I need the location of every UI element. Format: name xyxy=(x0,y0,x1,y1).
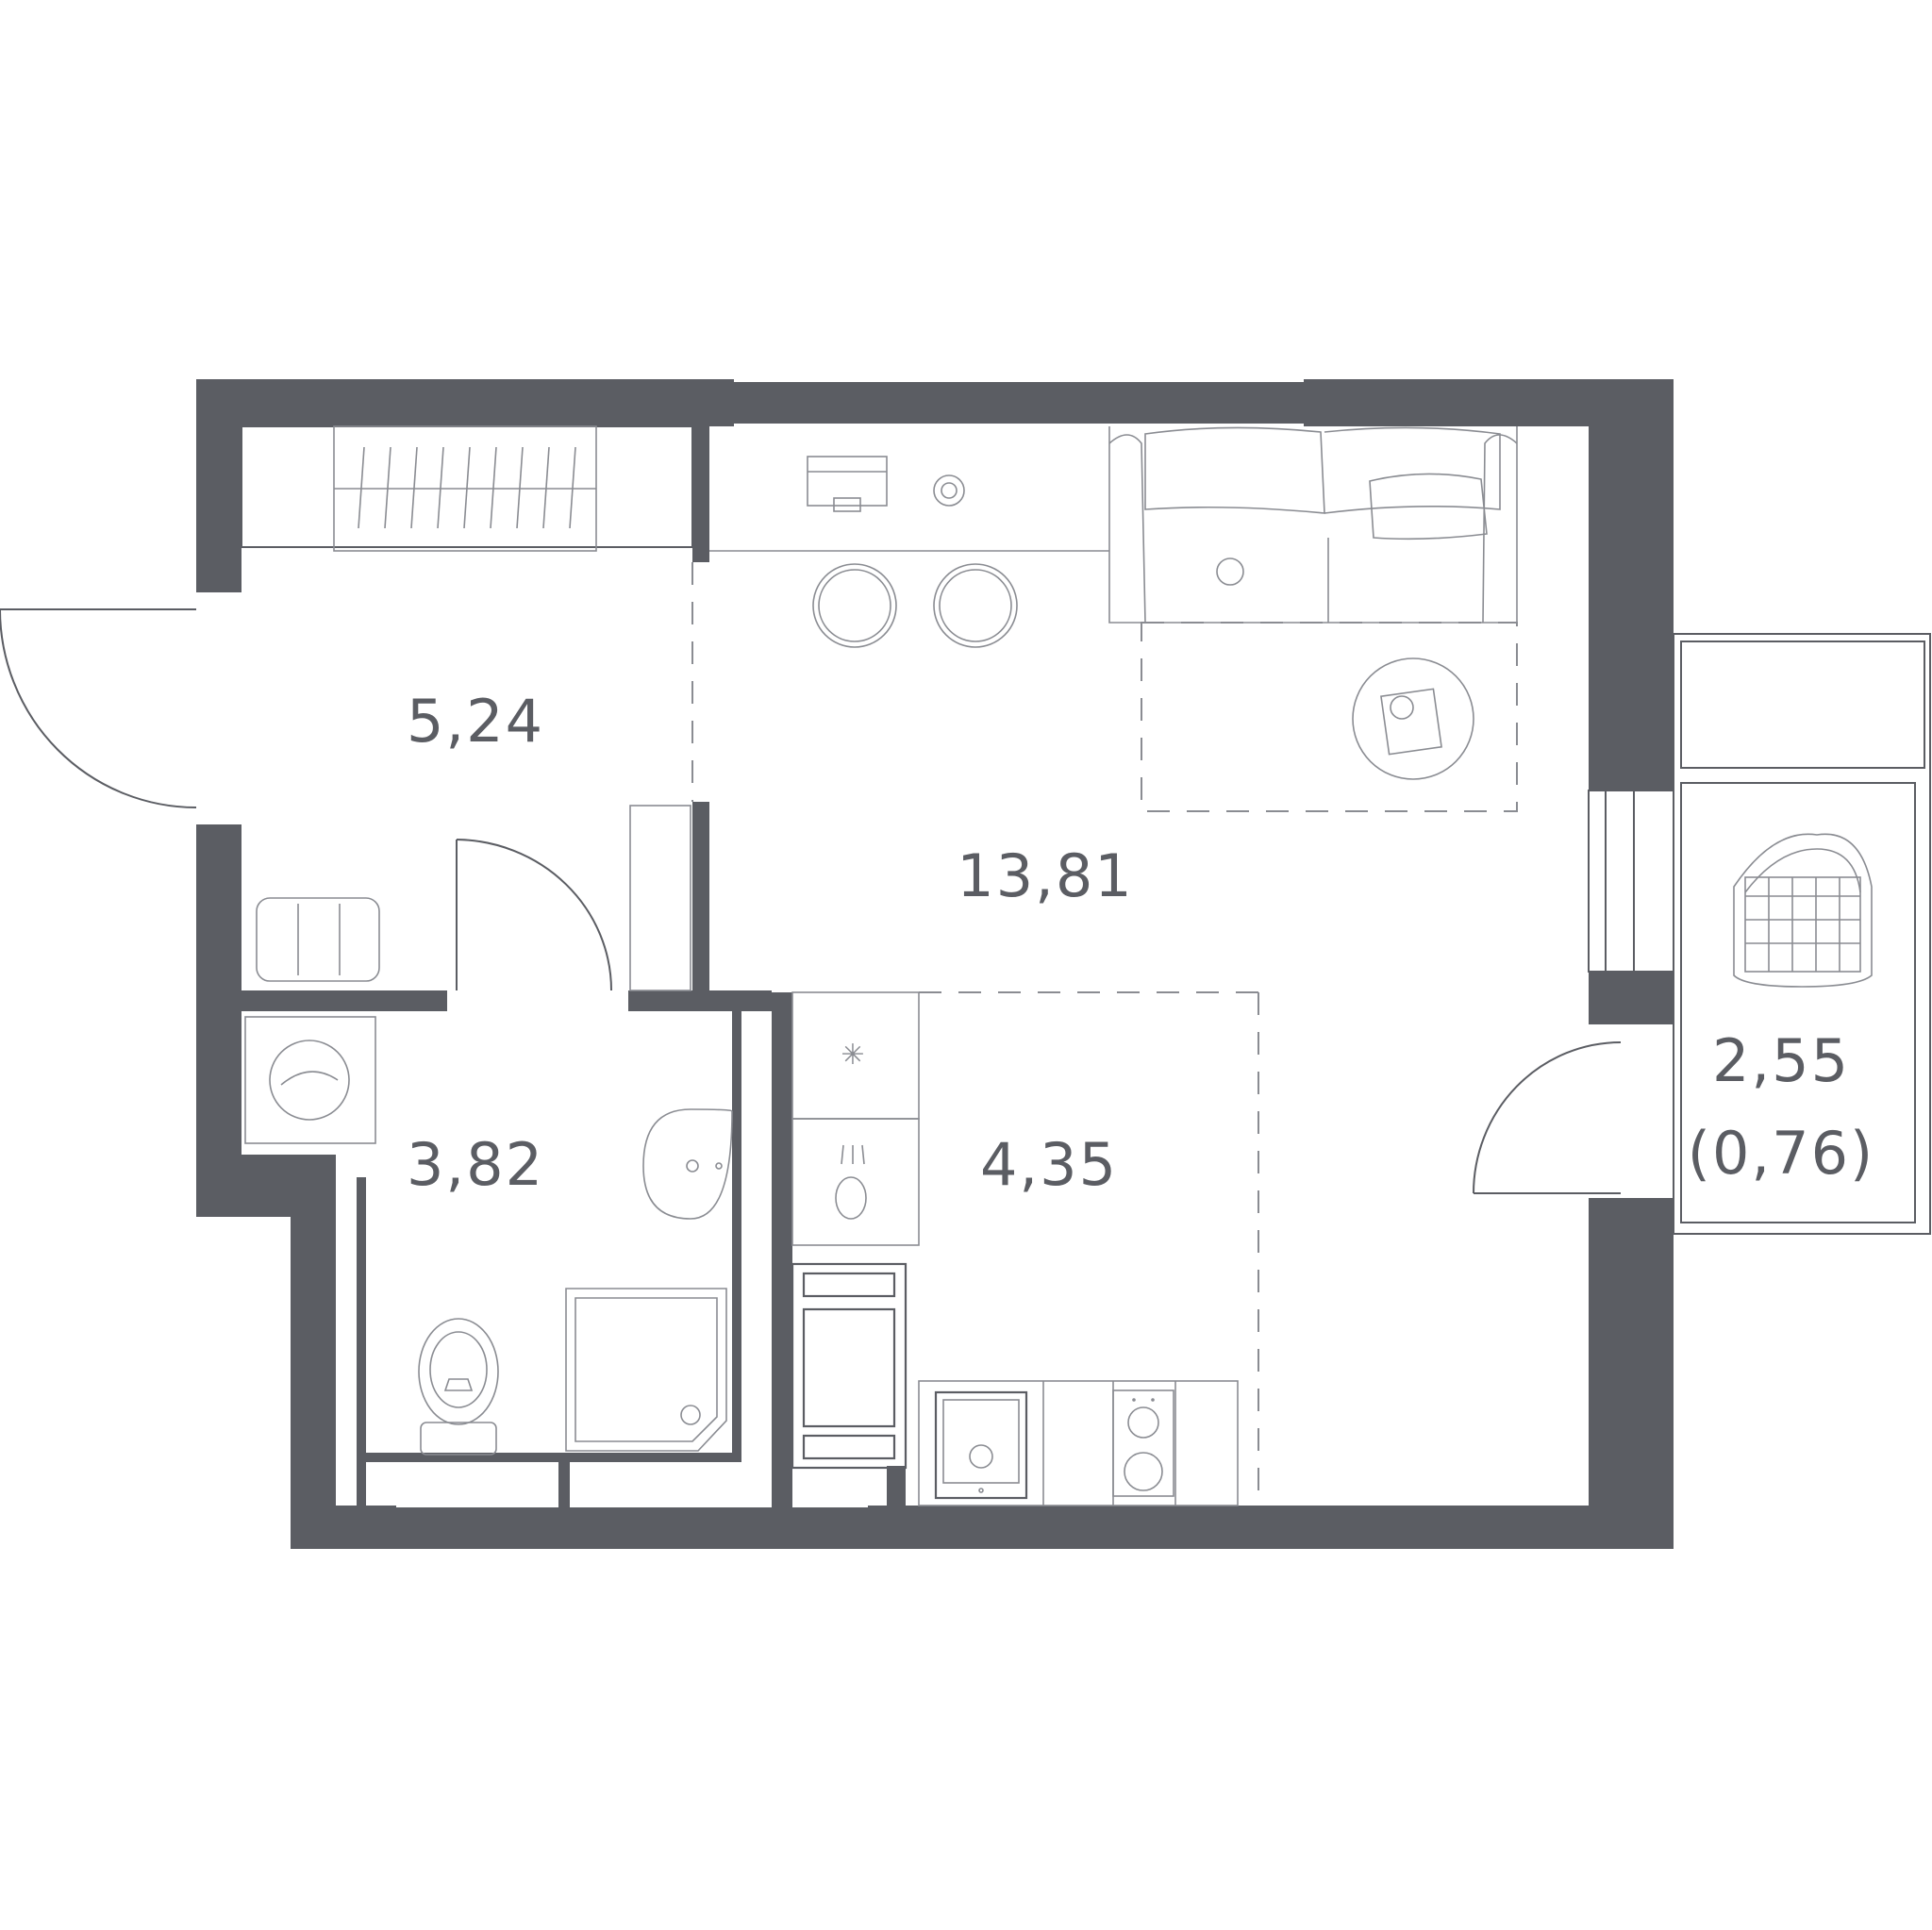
bench-icon xyxy=(256,897,380,982)
oven-icon xyxy=(791,1262,908,1470)
wardrobe-icon xyxy=(333,425,597,552)
walls xyxy=(196,379,1674,1549)
balcony-area: 2,55 xyxy=(1712,1026,1850,1095)
bathroom-door[interactable] xyxy=(456,839,612,991)
dishwasher-icon xyxy=(791,1118,920,1246)
stool-icons xyxy=(812,563,1018,648)
cup-icon xyxy=(933,474,965,507)
balcony xyxy=(1473,633,1931,1235)
kitchen-sink-icon xyxy=(934,1390,1028,1500)
washing-machine-icon xyxy=(244,1016,376,1144)
entrance-door[interactable] xyxy=(0,608,197,808)
coffee-table-icon xyxy=(1352,657,1474,780)
shoe-cabinet-icon xyxy=(629,805,691,991)
kitchen-dash xyxy=(919,991,1259,1506)
balcony-reduced-area: (0,76) xyxy=(1688,1119,1874,1188)
svg-text:✳: ✳ xyxy=(841,1039,864,1072)
toilet-icon xyxy=(418,1318,499,1456)
hallway-area: 5,24 xyxy=(407,687,544,756)
sofa-icon xyxy=(1108,426,1518,624)
shower-tray-icon xyxy=(565,1288,727,1452)
bathroom-area: 3,82 xyxy=(407,1130,544,1199)
living-area: 13,81 xyxy=(957,841,1134,910)
fridge-icon: ✳ xyxy=(791,991,920,1120)
laundry-basket-icon xyxy=(1733,833,1873,988)
kitchen-area: 4,35 xyxy=(980,1130,1118,1199)
cooktop-icon xyxy=(1112,1389,1174,1497)
sink-icon xyxy=(642,1108,733,1220)
laptop-icon xyxy=(807,456,888,512)
rug-dash xyxy=(1141,622,1518,812)
